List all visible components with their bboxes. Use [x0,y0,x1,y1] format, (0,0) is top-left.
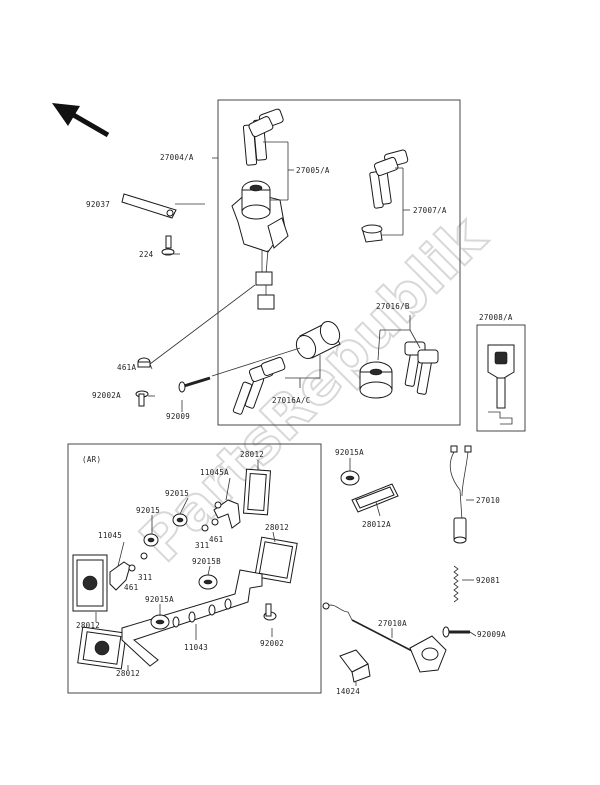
label-92015-b: 92015 [136,506,160,515]
bolt-224 [161,235,175,256]
label-27010: 27010 [476,496,500,505]
label-11043: 11043 [184,643,208,652]
key-blank-27008A [487,344,515,425]
label-224: 224 [139,250,154,259]
reflector-28012-mid [254,536,298,584]
label-92015: 92015 [165,489,189,498]
label-27004A: 27004/A [160,153,194,162]
label-92015B: 92015B [192,557,221,566]
label-461-a: 461 [209,535,223,544]
label-28012-mid: 28012 [265,523,289,532]
label-27016AC: 27016A/C [272,396,311,405]
label-27016B: 27016/B [376,302,410,311]
label-92002: 92002 [260,639,284,648]
switch-27010 [449,445,472,544]
label-461A: 461A [117,363,136,372]
reflector-28012-bottom [77,626,127,670]
grommet-92015A-right [340,470,360,486]
label-92037: 92037 [86,200,110,209]
label-11045A: 11045A [200,468,229,477]
label-28012-left: 28012 [76,621,100,630]
bracket-92037 [121,193,177,219]
reflector-bracket-box [67,443,322,694]
label-92081: 92081 [476,576,500,585]
label-27008A: 27008/A [479,313,513,322]
leaders-top [148,141,421,412]
leaders-bottom-right [349,458,477,686]
label-28012-bottom: 28012 [116,669,140,678]
bracket-11045 [109,561,131,591]
key-pair-27005A [242,108,284,166]
key-pair-27007A [361,149,409,243]
reflector-28012-left [72,554,108,612]
bolt-92002A [135,390,149,407]
bracket-11045A [213,499,241,529]
nuts-311-461 [128,518,219,572]
label-28012-top: 28012 [240,450,264,459]
lock-cylinder-27016B [359,341,439,399]
label-27007A: 27007/A [413,206,447,215]
switch-27010A [322,602,447,673]
ignition-switch-box [217,99,461,426]
label-461-b: 461 [124,583,138,592]
grommet-92015-a [172,513,188,527]
key-blank-box [476,324,526,432]
label-27005A: 27005/A [296,166,330,175]
group-note: (AR) [82,455,101,464]
reflector-28012-top [242,468,272,516]
spring-92081 [453,565,459,603]
ignition-switch-body [231,180,289,310]
label-311-b: 311 [138,573,152,582]
label-92009A: 92009A [477,630,506,639]
reflector-28012A [351,483,399,513]
grommet-92015-b [143,533,159,547]
screw-92009 [178,376,211,393]
bolt-92002 [263,603,277,621]
leaders-bottom-left [95,460,276,670]
label-92015A: 92015A [145,595,174,604]
bracket-11043 [121,569,263,667]
label-311-a: 311 [195,541,209,550]
label-92002A: 92002A [92,391,121,400]
lock-cylinder-27016A [232,320,341,415]
label-92009: 92009 [166,412,190,421]
grommet-461A [137,357,151,368]
label-14024: 14024 [336,687,360,696]
label-28012A: 28012A [362,520,391,529]
label-92015A-right: 92015A [335,448,364,457]
front-arrow-icon [52,103,110,138]
screw-92009A [442,626,470,638]
label-27010A: 27010A [378,619,407,628]
label-11045: 11045 [98,531,122,540]
grommet-92015B [198,574,218,590]
cover-14024 [339,649,371,683]
grommet-92015A [150,614,170,630]
